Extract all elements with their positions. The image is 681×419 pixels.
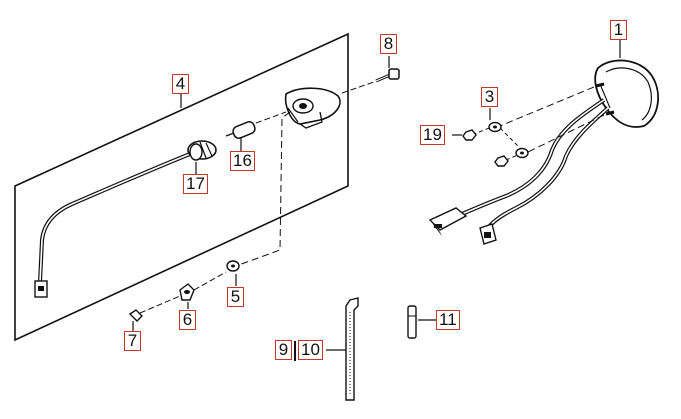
part-11-pin <box>407 305 417 339</box>
assembly-panel <box>14 32 349 342</box>
part-1-tail-lamp <box>428 59 659 245</box>
part-9-10-cable-tie <box>345 297 359 401</box>
callout-1[interactable]: 1 <box>610 20 627 40</box>
callout-9[interactable]: 9 <box>275 340 292 360</box>
callout-8[interactable]: 8 <box>380 34 397 54</box>
callout-19[interactable]: 19 <box>420 125 445 145</box>
part-5-washer <box>226 260 240 272</box>
callout-4[interactable]: 4 <box>172 74 189 94</box>
callout-10[interactable]: 10 <box>298 340 323 360</box>
part-3-washers <box>488 121 529 159</box>
part-8-bolt <box>375 68 400 83</box>
part-19-nuts <box>462 129 509 167</box>
callout-3[interactable]: 3 <box>481 87 498 107</box>
part-17-cable <box>34 140 217 298</box>
callout-7[interactable]: 7 <box>124 331 141 351</box>
callout-17[interactable]: 17 <box>183 174 208 194</box>
callout-16[interactable]: 16 <box>230 151 255 171</box>
part-7-clip <box>128 309 143 322</box>
callout-separator <box>294 341 296 361</box>
part-16-bulb <box>225 121 256 139</box>
lamp-housing <box>284 87 341 129</box>
callout-6[interactable]: 6 <box>179 310 196 330</box>
part-6-nut <box>179 283 195 301</box>
callout-11[interactable]: 11 <box>436 310 460 330</box>
callout-5[interactable]: 5 <box>227 287 244 307</box>
